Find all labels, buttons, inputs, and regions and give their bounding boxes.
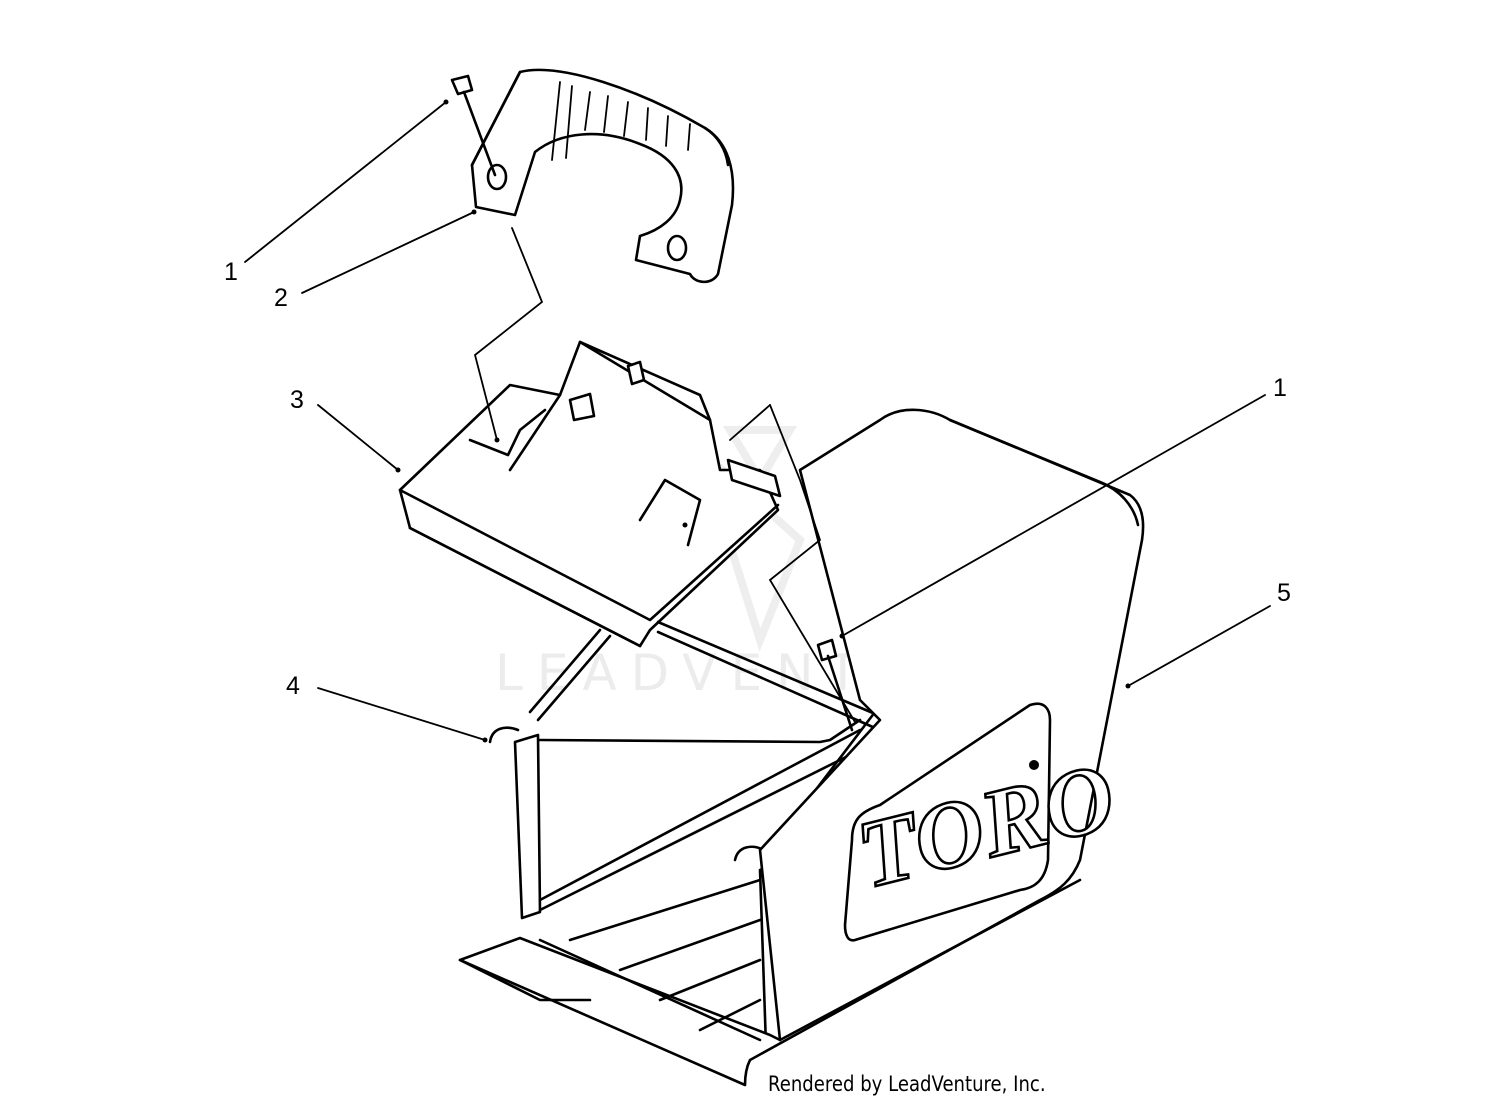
callout-5: 5 — [1277, 579, 1291, 607]
callout-labels: 1 2 3 1 4 5 — [224, 258, 1291, 700]
part-frame-top — [398, 340, 782, 648]
callout-3: 3 — [290, 386, 304, 414]
leader-lines — [244, 99, 1271, 743]
callout-1-lower: 1 — [1273, 374, 1287, 402]
part-screw-lower — [816, 638, 854, 732]
part-handle-grip — [470, 68, 735, 284]
callout-2: 2 — [274, 284, 288, 312]
callout-4: 4 — [286, 672, 300, 700]
part-screw-upper — [450, 74, 497, 177]
callout-1-upper: 1 — [224, 258, 238, 286]
part-grass-bag: TORO — [458, 408, 1145, 1087]
render-credit: Rendered by LeadVenture, Inc. — [768, 1072, 1046, 1096]
